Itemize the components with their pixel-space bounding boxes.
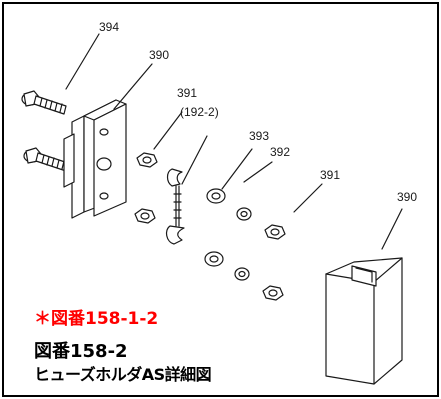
reference-note: ＊図番158-1-2 <box>34 309 159 329</box>
nut-lower <box>134 208 156 224</box>
callout-394: 394 <box>99 20 119 34</box>
callout-392: 392 <box>270 145 290 159</box>
figure-number: 図番158-2 <box>34 341 128 362</box>
flat-washer-upper <box>206 188 226 204</box>
leader-394 <box>65 33 100 90</box>
callout-393: 393 <box>249 129 269 143</box>
leader-392 <box>243 161 273 183</box>
callout-391-right: 391 <box>320 168 340 182</box>
leader-390-cover <box>381 208 403 250</box>
callout-390-base: 390 <box>149 48 169 62</box>
fuse-element <box>165 168 185 245</box>
leader-391-top <box>153 111 183 150</box>
leader-192 <box>181 135 208 185</box>
nut-right-upper <box>264 224 286 240</box>
callout-390-cover: 390 <box>397 190 417 204</box>
holder-cover <box>325 257 403 385</box>
leader-393 <box>221 148 253 190</box>
leader-391-right <box>293 183 323 213</box>
figure-title: ヒューズホルダAS詳細図 <box>34 365 212 384</box>
callout-192-2: (192-2) <box>180 105 219 119</box>
exploded-parts-drawing: 394 390 391 (192-2) 393 392 391 390 <box>21 20 417 385</box>
callout-391-top: 391 <box>177 86 197 100</box>
nut-right-lower <box>262 285 284 301</box>
flat-washer-lower <box>204 251 224 267</box>
bolt-lower <box>23 147 69 172</box>
spring-washer-upper <box>236 207 252 221</box>
leader-390-base <box>113 63 153 110</box>
holder-base <box>63 99 127 219</box>
spring-washer-lower <box>234 267 250 281</box>
nut-upper <box>136 152 158 168</box>
bolt-upper <box>21 90 67 115</box>
